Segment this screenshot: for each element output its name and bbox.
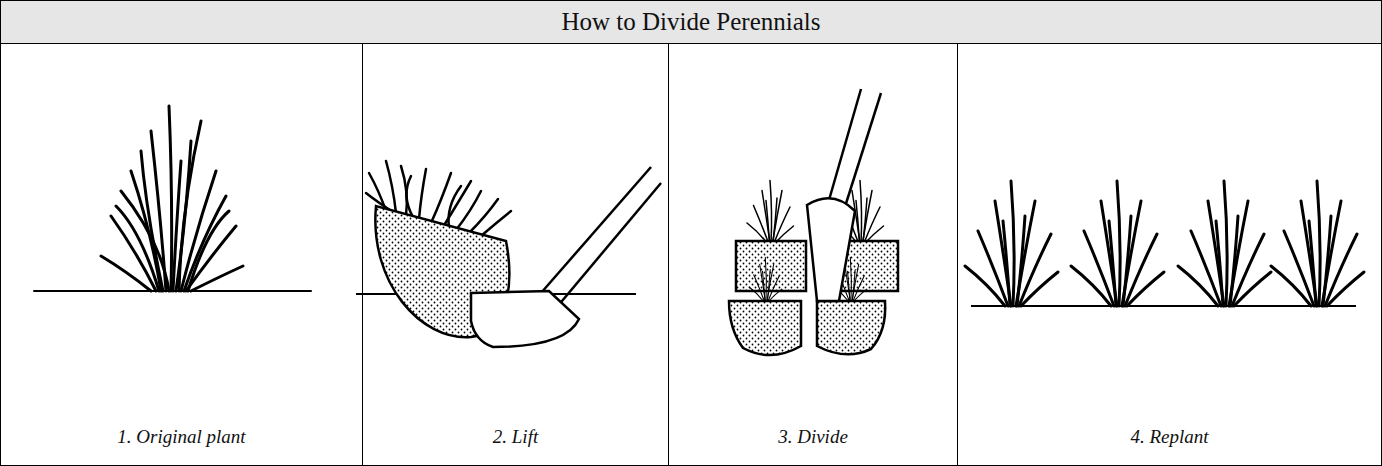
step-caption: 1. Original plant (111, 426, 251, 465)
step-panel: 2. Lift (363, 44, 669, 465)
step-panel: 1. Original plant (1, 44, 363, 465)
original-plant (34, 106, 311, 291)
step-caption: 2. Lift (487, 426, 544, 465)
step-panel: 3. Divide (669, 44, 958, 465)
step-caption: 4. Replant (1124, 426, 1214, 465)
replant-illustration (965, 181, 1364, 306)
title-bar: How to Divide Perennials (1, 1, 1381, 44)
lift-illustration (356, 161, 661, 347)
title: How to Divide Perennials (562, 8, 821, 36)
step-panel: 4. Replant (958, 44, 1381, 465)
divide-illustration (729, 89, 898, 355)
step-caption: 3. Divide (772, 426, 854, 465)
